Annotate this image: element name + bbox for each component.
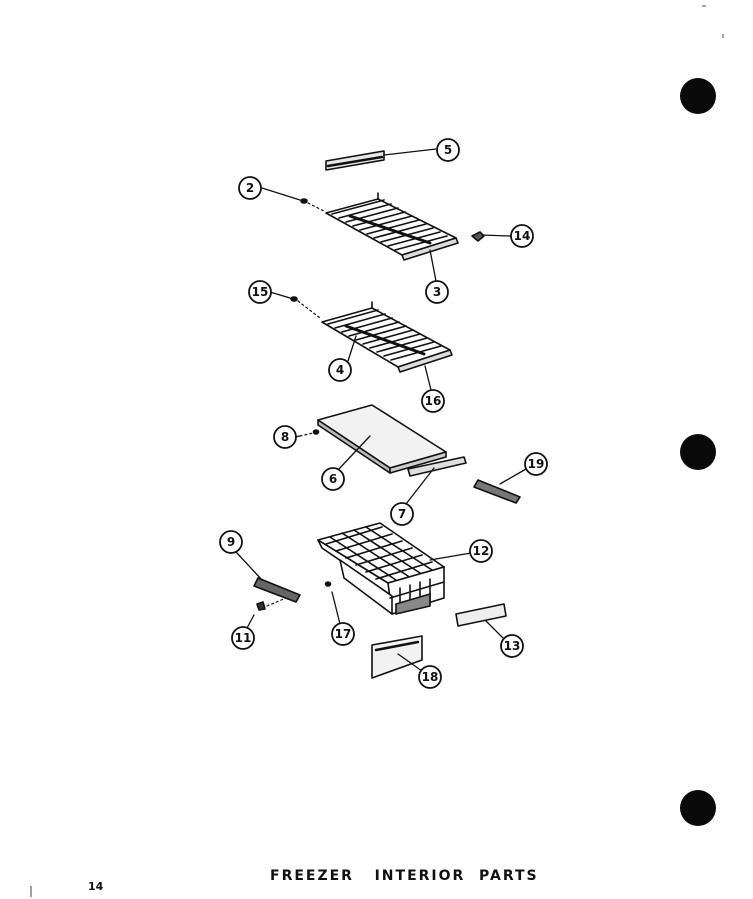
leader-lines — [235, 148, 527, 672]
part-6-solid-shelf — [317, 404, 447, 474]
part-17-screw — [324, 581, 332, 587]
callout-14: 14 — [514, 229, 531, 243]
callout-7: 7 — [398, 507, 406, 521]
callout-2: 2 — [246, 181, 254, 195]
callout-11: 11 — [235, 631, 252, 645]
lower-wire-shelf — [321, 301, 453, 373]
callout-circles — [219, 138, 548, 689]
callout-6: 6 — [329, 472, 337, 486]
callout-15: 15 — [252, 285, 269, 299]
callout-17: 17 — [335, 627, 352, 641]
callout-3: 3 — [433, 285, 441, 299]
callout-labels: 5 2 14 3 15 4 16 8 6 19 7 9 12 11 17 13 … — [227, 143, 545, 684]
callout-5: 5 — [444, 143, 452, 157]
binder-hole-top — [680, 78, 716, 114]
part-2-screw — [300, 198, 325, 212]
upper-wire-shelf — [325, 192, 459, 261]
part-5-trim-strip — [325, 150, 385, 171]
callout-13: 13 — [504, 639, 521, 653]
binder-hole-middle — [680, 434, 716, 470]
part-14-clip — [471, 231, 485, 242]
part-12-wire-basket — [317, 522, 445, 615]
part-19-rail — [473, 479, 521, 504]
part-8-screw — [299, 429, 320, 437]
binder-hole-bottom — [680, 790, 716, 826]
callout-9: 9 — [227, 535, 235, 549]
callout-8: 8 — [281, 430, 289, 444]
page-caption: FREEZER INTERIOR PARTS — [270, 868, 539, 884]
part-7-shelf-front — [407, 456, 467, 477]
callout-18: 18 — [422, 670, 439, 684]
part-18-front-panel — [371, 635, 423, 679]
part-11-screw — [256, 597, 287, 611]
part-13-front-bar — [455, 603, 507, 627]
callout-19: 19 — [528, 457, 545, 471]
page-number: 14 — [88, 880, 104, 893]
part-15-screw — [290, 296, 321, 319]
part-9-rail — [253, 577, 301, 603]
callout-4: 4 — [336, 363, 344, 377]
scan-marks — [30, 5, 724, 897]
callout-16: 16 — [425, 394, 442, 408]
callout-12: 12 — [473, 544, 490, 558]
